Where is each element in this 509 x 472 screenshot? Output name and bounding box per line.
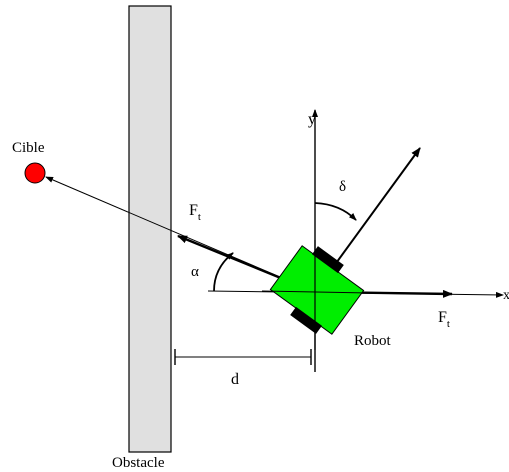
target-marker	[24, 162, 46, 184]
force-right-label: Ft	[438, 309, 450, 330]
delta-angle-arc	[314, 202, 357, 221]
distance-label: d	[231, 371, 239, 388]
alpha-label: α	[191, 264, 199, 280]
robot	[269, 245, 365, 335]
delta-label: δ	[339, 179, 346, 195]
obstacle-wall	[128, 5, 172, 453]
alpha-angle-arc	[213, 252, 234, 292]
robot-label: Robot	[354, 333, 392, 349]
force-left-label: Ft	[189, 202, 201, 223]
y-axis-label: y	[308, 111, 316, 128]
obstacle-label: Obstacle	[112, 455, 165, 471]
robot-body	[269, 245, 365, 335]
x-axis-overlay	[261, 290, 371, 294]
target-label: Cible	[12, 140, 45, 156]
robot-wheel-left	[312, 246, 344, 274]
x-axis-label: x	[503, 288, 509, 303]
robot-wheel-right	[290, 306, 322, 334]
